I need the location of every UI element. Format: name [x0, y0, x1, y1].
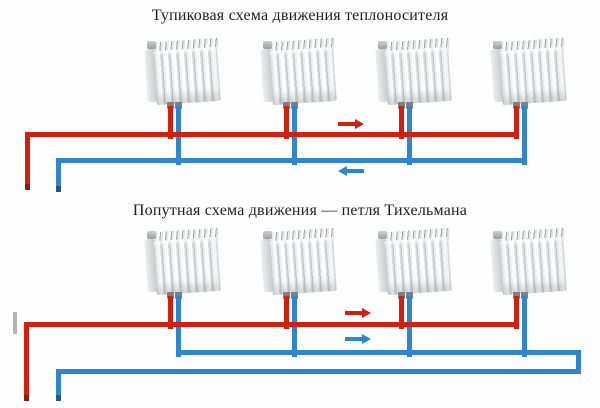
return-riser-end — [56, 186, 61, 192]
radiator-supply-stub — [168, 296, 173, 329]
supply-riser — [24, 322, 29, 401]
arrow-head — [362, 308, 371, 318]
radiator-sections — [153, 46, 221, 106]
return-flow-arrow — [345, 334, 371, 344]
radiator — [489, 227, 569, 357]
radiator — [259, 227, 339, 357]
scheme-dead-end-title: Тупиковая схема движения теплоносителя — [151, 7, 449, 24]
radiator-valve-icon — [378, 231, 387, 239]
radiator-valve-icon — [378, 41, 387, 49]
return-back-pipe — [56, 369, 581, 374]
radiator — [259, 37, 339, 165]
radiator-supply-stub — [514, 296, 519, 329]
return-main-pipe — [56, 158, 527, 163]
supply-riser-end — [25, 184, 30, 190]
radiator-return-stub — [522, 296, 527, 357]
radiator-valve-icon — [493, 231, 502, 239]
supply-riser — [25, 132, 30, 190]
radiator-supply-stub — [168, 106, 173, 139]
radiator — [143, 37, 223, 165]
return-fitting — [406, 292, 413, 299]
supply-flow-arrow — [338, 119, 364, 129]
supply-fitting — [283, 102, 290, 109]
supply-fitting — [398, 102, 405, 109]
supply-main-pipe — [25, 132, 519, 137]
radiator-return-stub — [522, 106, 527, 165]
radiator-sections — [499, 236, 567, 296]
radiator-sections — [269, 236, 337, 296]
supply-riser-end — [24, 395, 29, 401]
arrow-shaft — [347, 169, 364, 173]
return-fitting — [521, 102, 528, 109]
arrow-shaft — [338, 122, 355, 126]
return-fitting — [521, 292, 528, 299]
supply-fitting — [513, 102, 520, 109]
radiator-supply-stub — [284, 106, 289, 139]
supply-fitting — [398, 292, 405, 299]
radiator-valve-icon — [147, 41, 156, 49]
supply-fitting — [167, 102, 174, 109]
supply-fitting — [167, 292, 174, 299]
radiator-sections — [384, 46, 452, 106]
arrow-head — [355, 119, 364, 129]
radiator-valve-icon — [147, 231, 156, 239]
return-riser-end — [56, 395, 61, 401]
arrow-shaft — [345, 311, 362, 315]
radiator-sections — [499, 46, 567, 106]
radiator-sections — [153, 236, 221, 296]
left-margin-mark — [13, 312, 17, 334]
return-riser — [56, 158, 61, 192]
return-fitting — [291, 292, 298, 299]
radiator-valve-icon — [263, 231, 272, 239]
supply-fitting — [283, 292, 290, 299]
supply-fitting — [513, 292, 520, 299]
return-fitting — [406, 102, 413, 109]
arrow-head — [338, 166, 347, 176]
radiator-valve-icon — [263, 41, 272, 49]
radiator — [374, 227, 454, 357]
supply-main-pipe — [24, 322, 519, 327]
return-right-drop — [576, 350, 581, 374]
supply-flow-arrow — [345, 308, 371, 318]
return-fitting — [175, 292, 182, 299]
scheme-tichelmann-title: Попутная схема движения — петля Тихельма… — [132, 202, 468, 219]
arrow-shaft — [345, 337, 362, 341]
return-riser — [56, 369, 61, 401]
arrow-head — [362, 334, 371, 344]
return-flow-arrow — [338, 166, 364, 176]
radiator — [374, 37, 454, 165]
radiator — [143, 227, 223, 357]
return-fitting — [291, 102, 298, 109]
radiator-supply-stub — [399, 106, 404, 139]
radiator-sections — [384, 236, 452, 296]
return-fitting — [175, 102, 182, 109]
return-collector-pipe — [176, 350, 581, 355]
radiator — [489, 37, 569, 165]
radiator-supply-stub — [399, 296, 404, 329]
radiator-sections — [269, 46, 337, 106]
radiator-valve-icon — [493, 41, 502, 49]
radiator-supply-stub — [284, 296, 289, 329]
radiator-supply-stub — [514, 106, 519, 139]
